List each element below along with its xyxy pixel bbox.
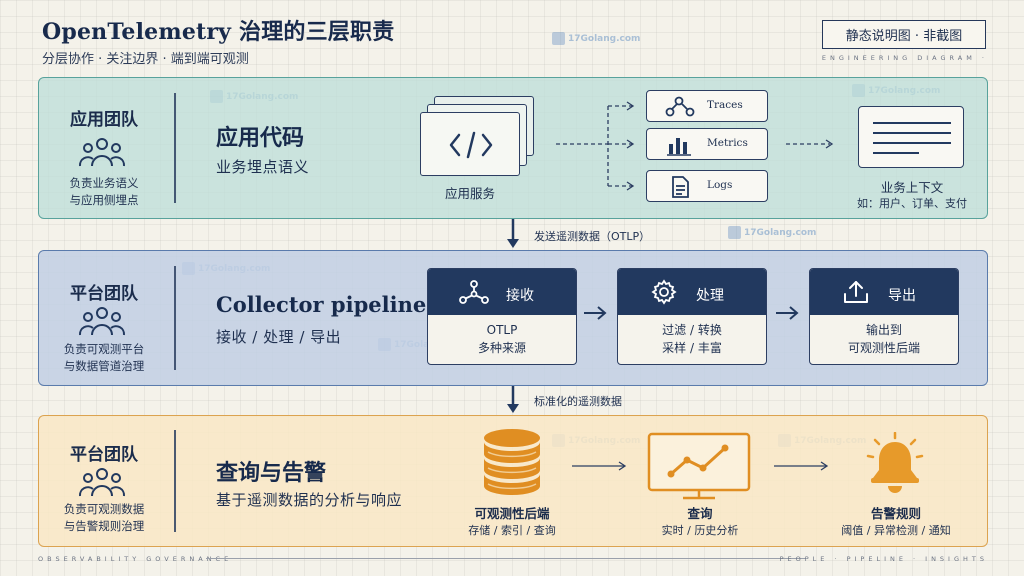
engineering-diagram-label: ENGINEERING DIAGRAM · xyxy=(821,54,988,62)
card-body: 输出到可观测性后端 xyxy=(847,323,920,355)
team-people-icon xyxy=(78,468,126,497)
traces-box: Traces xyxy=(646,90,768,122)
card-header: 接收 xyxy=(428,269,576,315)
flow-label: 发送遥测数据（OTLP） xyxy=(534,230,651,243)
traces-icon xyxy=(665,96,695,117)
business-context-card xyxy=(858,106,964,168)
service-card-front xyxy=(420,112,520,176)
divider xyxy=(174,430,176,532)
footer-left-label: OBSERVABILITY GOVERNANCE xyxy=(38,555,233,563)
code-icon xyxy=(449,131,493,159)
dashed-arrow xyxy=(786,139,834,149)
alert-bell-icon xyxy=(866,432,924,493)
layer-heading: Collector pipeline xyxy=(216,292,427,317)
card-title: 处理 xyxy=(696,288,724,304)
down-arrow xyxy=(507,219,519,248)
monitor-chart-icon xyxy=(647,432,751,500)
network-nodes-icon xyxy=(459,280,489,304)
page-subtitle: 分层协作 · 关注边界 · 端到端可观测 xyxy=(42,52,249,67)
text-lines-icon xyxy=(873,122,951,154)
footer-line xyxy=(206,558,806,559)
team-description: 负责业务语义与应用侧埋点 xyxy=(69,176,139,207)
team-name: 应用团队 xyxy=(70,110,138,130)
service-label: 应用服务 xyxy=(444,186,495,201)
database-icon xyxy=(484,429,540,495)
right-arrow xyxy=(584,306,607,320)
card-header: 处理 xyxy=(618,269,766,315)
watermark-icon xyxy=(552,32,565,45)
signal-label: Metrics xyxy=(707,137,748,149)
right-arrow xyxy=(776,306,799,320)
upload-icon xyxy=(844,281,868,303)
divider xyxy=(174,93,176,203)
footer-right-label: PEOPLE · PIPELINE · INSIGHTS xyxy=(779,555,988,563)
item-title: 查询 xyxy=(687,506,713,521)
signal-split-arrows xyxy=(556,101,635,191)
context-example: 如：用户、订单、支付 xyxy=(857,197,967,210)
signal-label: Logs xyxy=(707,179,733,191)
layer-subheading: 接收 / 处理 / 导出 xyxy=(216,328,342,346)
thin-arrow xyxy=(774,461,829,471)
card-body: 过滤 / 转换采样 / 丰富 xyxy=(662,323,722,355)
context-label: 业务上下文 xyxy=(880,180,944,195)
layer-subheading: 基于遥测数据的分析与响应 xyxy=(216,491,403,509)
item-title: 可观测性后端 xyxy=(474,506,550,521)
watermark: 17Golang.com xyxy=(728,226,816,239)
static-diagram-tag: 静态说明图 · 非截图 xyxy=(822,20,986,49)
layer-heading: 查询与告警 xyxy=(216,461,327,486)
divider xyxy=(174,266,176,370)
team-people-icon xyxy=(78,138,126,167)
item-desc: 阈值 / 异常检测 / 通知 xyxy=(841,524,951,537)
thin-arrow xyxy=(572,461,627,471)
team-people-icon xyxy=(78,307,126,336)
logs-box: Logs xyxy=(646,170,768,202)
document-icon xyxy=(672,176,689,198)
layer-heading: 应用代码 xyxy=(216,126,305,151)
item-title: 告警规则 xyxy=(870,506,921,521)
watermark-icon xyxy=(728,226,741,239)
item-desc: 实时 / 历史分析 xyxy=(661,524,739,537)
team-name: 平台团队 xyxy=(70,445,138,465)
item-desc: 存储 / 索引 / 查询 xyxy=(468,524,556,537)
card-title: 导出 xyxy=(888,288,916,304)
metrics-box: Metrics xyxy=(646,128,768,160)
down-arrow xyxy=(507,386,519,413)
team-name: 平台团队 xyxy=(70,284,138,304)
gear-icon xyxy=(651,279,677,305)
export-card: 导出 输出到可观测性后端 xyxy=(809,268,959,365)
layer-subheading: 业务埋点语义 xyxy=(216,158,310,176)
team-description: 负责可观测数据与告警规则治理 xyxy=(63,502,145,533)
team-description: 负责可观测平台与数据管道治理 xyxy=(63,342,145,373)
card-header: 导出 xyxy=(810,269,958,315)
process-card: 处理 过滤 / 转换采样 / 丰富 xyxy=(617,268,767,365)
watermark: 17Golang.com xyxy=(552,32,640,45)
flow-label: 标准化的遥测数据 xyxy=(534,395,622,408)
card-title: 接收 xyxy=(506,288,534,304)
page-title: OpenTelemetry 治理的三层职责 xyxy=(42,19,395,45)
signal-label: Traces xyxy=(707,99,743,111)
bar-chart-icon xyxy=(667,138,691,156)
